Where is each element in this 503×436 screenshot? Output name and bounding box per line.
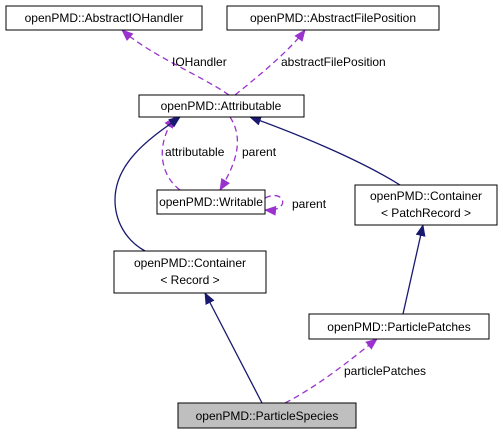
edge-inherit-container-record	[114, 116, 181, 252]
node-label: openPMD::ParticlePatches	[327, 320, 470, 334]
node-label: openPMD::ParticleSpecies	[196, 409, 339, 423]
node-container-patch-record[interactable]: openPMD::Container < PatchRecord >	[354, 184, 498, 226]
node-abstract-file-position[interactable]: openPMD::AbstractFilePosition	[226, 5, 440, 31]
node-abstract-io-handler[interactable]: openPMD::AbstractIOHandler	[5, 5, 203, 31]
edge-label-iohandler: IOHandler	[172, 55, 227, 69]
edge-label-abstract-file-position: abstractFilePosition	[281, 55, 386, 69]
node-label: openPMD::Attributable	[161, 99, 282, 113]
edge-label-attributable: attributable	[165, 145, 225, 159]
edge-parent-writable-self	[264, 195, 284, 216]
node-label-line1: openPMD::Container	[370, 189, 482, 203]
edge-inherit-particle-patches	[402, 224, 426, 315]
node-attributable[interactable]: openPMD::Attributable	[138, 94, 305, 118]
node-particle-patches[interactable]: openPMD::ParticlePatches	[308, 313, 490, 340]
edge-iohandler	[121, 29, 230, 96]
edge-abstract-file-position	[234, 29, 306, 96]
node-label: openPMD::Writable	[159, 195, 263, 209]
node-writable[interactable]: openPMD::Writable	[156, 189, 266, 215]
edge-label-parent-attributable: parent	[242, 145, 277, 159]
node-label-line2: < PatchRecord >	[381, 206, 471, 220]
node-label: openPMD::AbstractIOHandler	[25, 11, 184, 25]
edge-label-particle-patches: particlePatches	[344, 364, 426, 378]
edge-particle-patches	[284, 338, 378, 404]
edge-label-parent-writable: parent	[292, 197, 327, 211]
node-label-line1: openPMD::Container	[134, 256, 246, 270]
edge-inherit-container-patch-record	[249, 116, 401, 186]
edge-inherit-particle-species	[204, 292, 263, 404]
node-label: openPMD::AbstractFilePosition	[250, 11, 416, 25]
node-container-record[interactable]: openPMD::Container < Record >	[113, 250, 267, 294]
node-particle-species[interactable]: openPMD::ParticleSpecies	[177, 402, 357, 429]
node-label-line2: < Record >	[160, 273, 219, 287]
